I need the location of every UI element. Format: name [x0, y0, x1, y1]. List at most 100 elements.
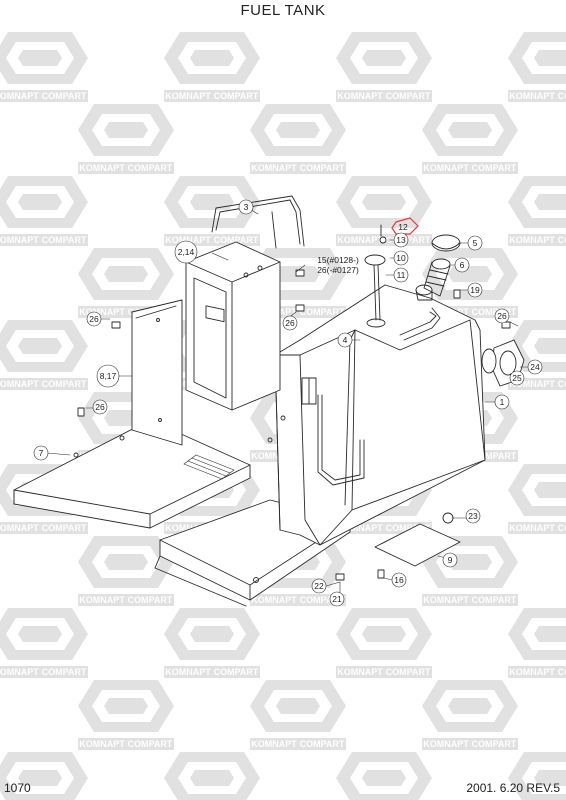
svg-text:9: 9 [448, 555, 453, 565]
watermark-word-right: COMPART [214, 235, 259, 245]
strainer [423, 258, 451, 297]
watermark-word-left: KOMNAPT [509, 235, 555, 245]
callout-26-c: 26 [282, 315, 298, 331]
handle-bar [211, 195, 305, 249]
callout-15: 15(#0128-) [317, 255, 359, 265]
svg-text:16: 16 [394, 575, 404, 585]
watermark-band [0, 522, 88, 534]
watermark-logo [422, 680, 518, 732]
watermark-word-left: KOMNAPT [251, 163, 297, 173]
watermark-word-left: KOMNAPT [0, 235, 39, 245]
watermark-band [336, 666, 432, 678]
watermark-band [250, 738, 346, 750]
watermark-word-left: KOMNAPT [0, 91, 39, 101]
callout-16: 16 [391, 572, 407, 588]
svg-text:6: 6 [460, 260, 465, 270]
watermark-word-left: KOMNAPT [423, 739, 469, 749]
watermark-word-left: KOMNAPT [165, 235, 211, 245]
callout-21: 21 [329, 591, 345, 607]
watermark-logo [0, 176, 88, 228]
watermark-band [164, 666, 260, 678]
svg-text:24: 24 [530, 362, 540, 372]
watermark-band [508, 522, 566, 534]
callout-19: 19 [467, 282, 483, 298]
watermark-word-left: KOMNAPT [79, 595, 125, 605]
svg-text:13: 13 [396, 235, 406, 245]
watermark-logo [0, 32, 88, 84]
watermark-word-right: COMPART [214, 667, 259, 677]
watermark-word-left: KOMNAPT [337, 235, 383, 245]
watermark-word-left: KOMNAPT [337, 523, 383, 533]
callout-2-14: 2,14 [174, 240, 198, 264]
page-title: FUEL TANK [240, 2, 326, 19]
callout-13: 13 [393, 232, 409, 248]
callout-23: 23 [465, 508, 481, 524]
watermark-logo [78, 680, 174, 732]
callout-22: 22 [311, 578, 327, 594]
callout-7: 7 [33, 445, 49, 461]
watermark-logo [164, 752, 260, 800]
watermark-word-right: COMPART [300, 307, 345, 317]
watermark-word-left: KOMNAPT [509, 667, 555, 677]
svg-text:21: 21 [332, 594, 342, 604]
tank-cap [431, 234, 461, 252]
watermark-band [0, 666, 88, 678]
svg-text:19: 19 [470, 285, 480, 295]
watermark-band [0, 234, 88, 246]
svg-text:26: 26 [89, 314, 99, 324]
watermark-band [508, 234, 566, 246]
watermark-word-right: COMPART [472, 595, 517, 605]
watermark-band [422, 162, 518, 174]
svg-text:8,17: 8,17 [100, 371, 117, 381]
fuel-tank-body [267, 284, 486, 546]
watermark-word-left: KOMNAPT [0, 379, 39, 389]
watermark-word-right: COMPART [558, 523, 566, 533]
callout-labels: 1 2,14 3 4 5 6 7 8,17 9 10 11 12 13 15(#… [33, 199, 543, 607]
watermark-logo [508, 464, 566, 516]
watermark-band [164, 90, 260, 102]
watermark-word-left: KOMNAPT [0, 667, 39, 677]
svg-text:5: 5 [473, 238, 478, 248]
watermark-word-left: KOMNAPT [79, 163, 125, 173]
callout-5: 5 [467, 235, 483, 251]
watermark-logo [422, 104, 518, 156]
watermark-word-right: COMPART [558, 235, 566, 245]
watermark-word-left: KOMNAPT [251, 595, 297, 605]
watermark-logo [78, 248, 174, 300]
watermark-logo [336, 176, 432, 228]
watermark-word-left: KOMNAPT [509, 91, 555, 101]
callout-26-b: 26 [92, 399, 108, 415]
callout-12: 12 [398, 222, 408, 232]
svg-text:12: 12 [398, 222, 408, 232]
watermark-word-left: KOMNAPT [79, 739, 125, 749]
watermark-band [422, 594, 518, 606]
svg-text:4: 4 [343, 335, 348, 345]
svg-text:26(-#0127): 26(-#0127) [317, 265, 359, 275]
watermark-band [0, 90, 88, 102]
watermark-word-left: KOMNAPT [423, 595, 469, 605]
watermark-band [508, 90, 566, 102]
watermark-logo [508, 32, 566, 84]
svg-text:26: 26 [95, 402, 105, 412]
watermark-word-left: KOMNAPT [165, 667, 211, 677]
svg-text:26: 26 [285, 318, 295, 328]
watermark-word-left: KOMNAPT [509, 523, 555, 533]
watermark-word-right: COMPART [558, 91, 566, 101]
watermark-word-left: KOMNAPT [251, 451, 297, 461]
callout-25: 25 [509, 370, 525, 386]
left-panel [131, 299, 183, 446]
watermark-band [422, 738, 518, 750]
watermark-word-right: COMPART [386, 91, 431, 101]
callout-15-alt: 26(-#0127) [317, 265, 359, 275]
svg-text:25: 25 [512, 373, 522, 383]
watermark-word-left: KOMNAPT [509, 379, 555, 389]
callout-4: 4 [337, 332, 353, 348]
watermark-logo [508, 608, 566, 660]
watermark-word-left: KOMNAPT [251, 739, 297, 749]
svg-text:15(#0128-): 15(#0128-) [317, 255, 359, 265]
watermark-band [78, 738, 174, 750]
watermark-logo [0, 608, 88, 660]
callout-8-17: 8,17 [96, 364, 120, 388]
watermark-word-right: COMPART [472, 451, 517, 461]
